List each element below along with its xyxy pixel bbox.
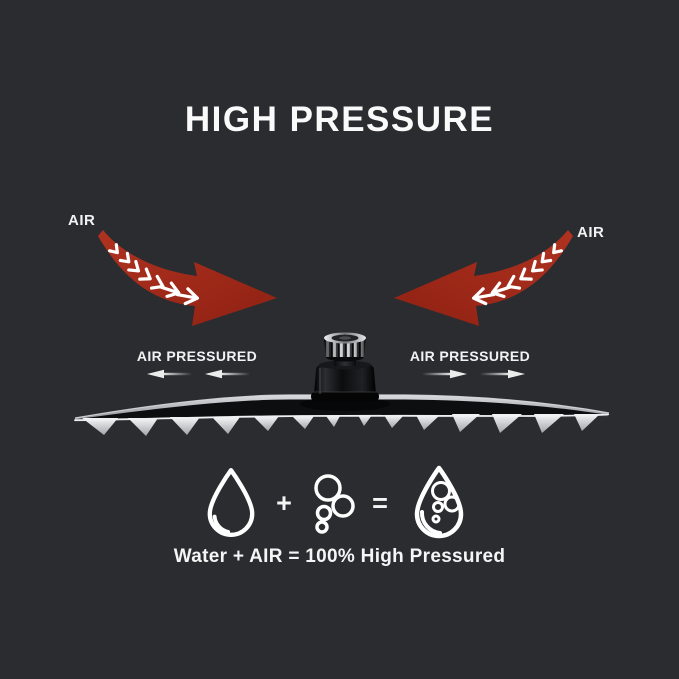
water-jets (82, 414, 600, 436)
air-pressured-label-left: AIR PRESSURED (136, 348, 258, 364)
air-chevrons (108, 243, 200, 306)
equation-caption: Water + AIR = 100% High Pressured (173, 546, 506, 567)
red-arrow-body (394, 230, 573, 326)
shower-connector (300, 332, 390, 411)
air-label-left: AIR (68, 212, 96, 229)
thin-arrow-right-icon (422, 369, 467, 379)
water-drop-with-bubbles-icon (414, 465, 464, 539)
panel-chrome-rim (74, 413, 609, 422)
thin-arrow-left-icon (147, 369, 192, 379)
air-label-right: AIR (577, 224, 605, 241)
thin-arrow-right-icon (480, 369, 525, 379)
air-pressured-label-right: AIR PRESSURED (409, 348, 531, 364)
plus-sign: + (276, 488, 292, 518)
equals-sign: = (372, 488, 388, 518)
thin-left-arrows-icon (147, 368, 251, 380)
curved-air-arrow-pointing-left-icon (394, 230, 573, 326)
shower-head-illustration (74, 332, 610, 436)
thin-right-arrows-icon (421, 368, 525, 380)
air-chevrons (471, 243, 563, 306)
thin-arrow-left-icon (205, 369, 250, 379)
curved-air-arrow-pointing-right-icon (98, 230, 277, 326)
red-arrow-body (98, 230, 277, 326)
page-title: HIGH PRESSURE (184, 100, 495, 139)
water-drop-icon (207, 468, 255, 537)
air-bubbles-icon (314, 474, 355, 534)
